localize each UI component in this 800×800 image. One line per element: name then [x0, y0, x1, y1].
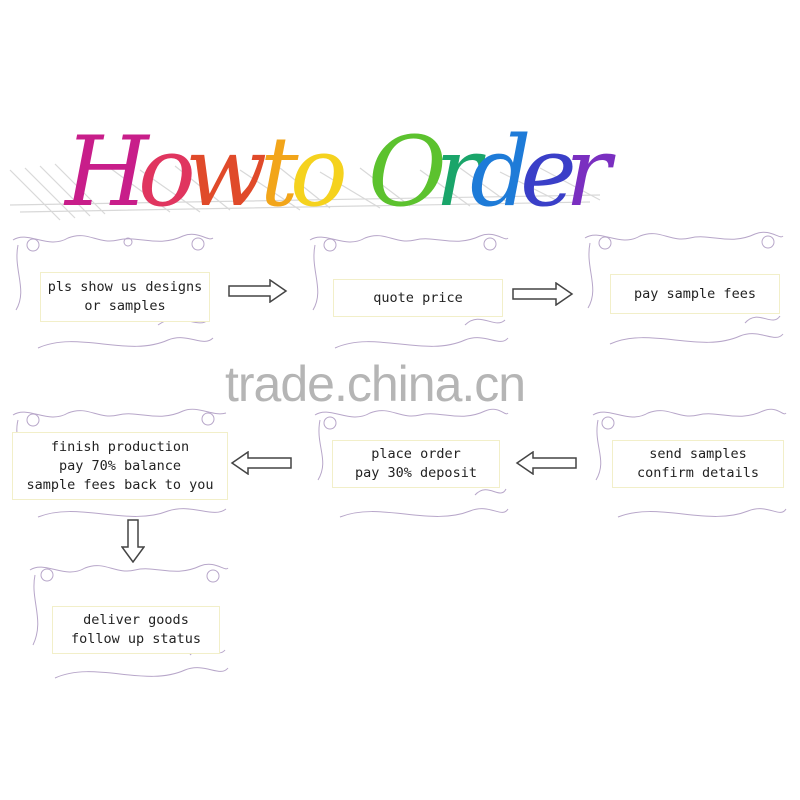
step-text: pay sample fees — [634, 285, 756, 302]
floral-frame — [584, 231, 784, 345]
step-text: quote price — [373, 289, 463, 306]
step-label-place-order: place order pay 30% deposit — [332, 440, 500, 488]
step-text: place order — [371, 446, 461, 462]
step-text: pay 30% deposit — [355, 465, 477, 481]
step-text: sample fees back to you — [26, 476, 214, 493]
hollow-arrow-icon — [515, 451, 577, 475]
step-label-sample-fees: pay sample fees — [610, 274, 780, 314]
title-letter: O — [368, 116, 447, 228]
step-label-send-samples: send samples confirm details — [612, 440, 784, 488]
title-letter: w — [185, 116, 267, 228]
step-text: or samples — [84, 298, 166, 314]
step-text: finish production — [50, 438, 190, 455]
step-label-deliver: deliver goods follow up status — [52, 606, 220, 654]
step-label-quote: quote price — [333, 279, 503, 317]
hollow-arrow-icon — [228, 279, 288, 303]
title-letter: o — [138, 116, 196, 228]
step-text: deliver goods — [83, 612, 189, 628]
step-text: pls show us designs — [47, 279, 203, 295]
title-letter: t — [260, 116, 299, 228]
watermark: trade.china.cn — [225, 356, 526, 412]
title-letter: o — [290, 116, 348, 228]
title-letter: r — [435, 116, 486, 228]
title-shadow — [9, 163, 601, 221]
hollow-arrow-icon — [512, 282, 574, 306]
page-title: H o w t o O r d e r — [60, 105, 616, 228]
step-label-designs: pls show us designs or samples — [40, 272, 210, 322]
hollow-arrow-icon — [230, 451, 292, 475]
step-text: confirm details — [637, 465, 759, 481]
watermark-band — [0, 352, 800, 412]
floral-frame — [309, 233, 509, 349]
title-letter: e — [520, 116, 577, 228]
title-letter: r — [565, 116, 616, 228]
title-letter: H — [63, 116, 151, 228]
title-letter: d — [470, 116, 531, 228]
step-text: follow up status — [70, 631, 202, 647]
step-label-production: finish production pay 70% balance sample… — [12, 432, 228, 500]
hollow-arrow-icon — [121, 519, 145, 563]
step-text: send samples — [649, 446, 747, 462]
step-text: pay 70% balance — [59, 457, 181, 474]
